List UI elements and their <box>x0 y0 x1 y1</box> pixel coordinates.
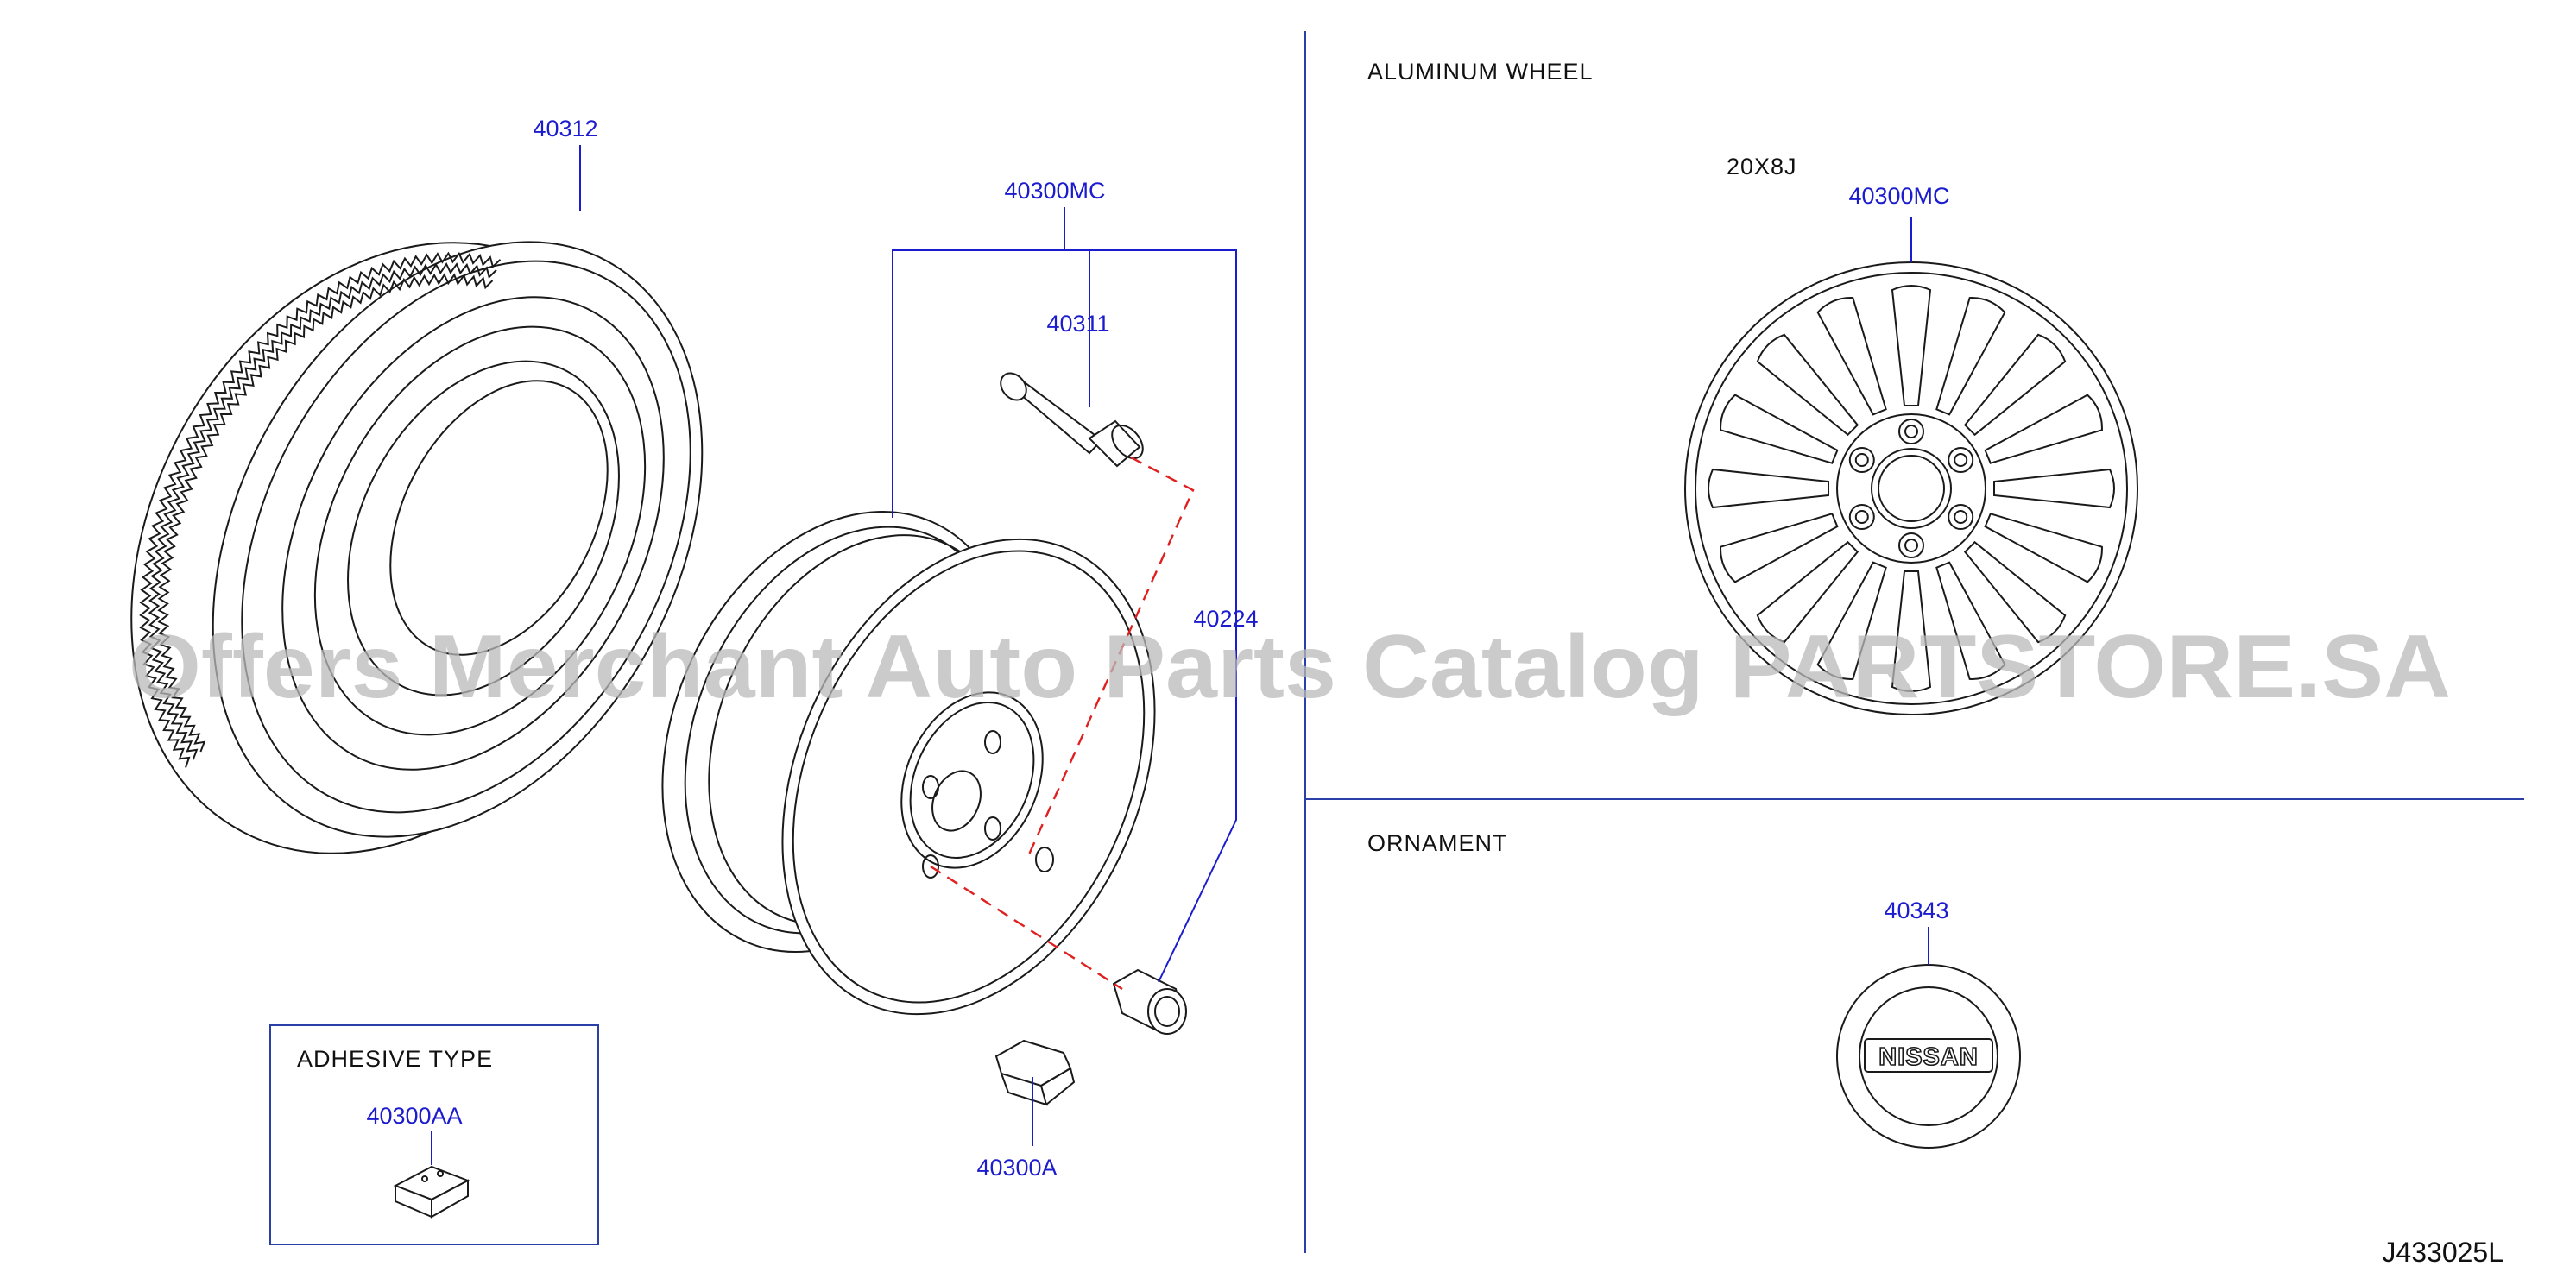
aluminum-wheel-spoke <box>1816 561 1887 680</box>
adhesive-sensor-drawing <box>393 1165 470 1219</box>
aluminum-wheel-spoke <box>1891 570 1932 692</box>
part-number-aluminum-wheel[interactable]: 40300MC <box>1848 183 1949 209</box>
aluminum-wheel-spoke <box>1720 394 1839 464</box>
valve-assembly-dash <box>1027 456 1195 855</box>
lug-hole-inner <box>1854 510 1869 524</box>
watermark-text: Offers Merchant Auto Parts Catalog PARTS… <box>129 617 2451 717</box>
part-number-sensor-clip[interactable]: 40300A <box>976 1155 1057 1181</box>
section-label-ornament: ORNAMENT <box>1367 830 1508 856</box>
part-number-tire[interactable]: 40312 <box>533 116 597 142</box>
lug-hole <box>1948 504 1974 530</box>
adhesive-type-box <box>269 1024 599 1245</box>
wheel-spec-label: 20X8J <box>1727 154 1797 180</box>
lug-hole <box>1948 447 1974 473</box>
ornament-emblem-text: NISSAN <box>1878 1043 1979 1071</box>
lug-hole-inner <box>1904 539 1918 552</box>
aluminum-wheel-lug-holes <box>1848 419 1974 558</box>
aluminum-wheel-spoke <box>1984 394 2103 464</box>
sensor-clip-drawing <box>994 1039 1076 1106</box>
tire-drawing <box>130 241 704 854</box>
part-number-adhesive-sensor[interactable]: 40300AA <box>366 1103 462 1129</box>
section-label-aluminum-wheel: ALUMINUM WHEEL <box>1367 59 1594 85</box>
part-number-wheel-assembly[interactable]: 40300MC <box>1004 178 1105 204</box>
wheel-drawing <box>661 511 1156 1016</box>
lug-hole-inner <box>1904 425 1918 438</box>
lug-hole <box>1898 532 1924 558</box>
nut-drawing <box>1112 968 1187 1035</box>
ornament-drawing: NISSAN <box>1836 964 2021 1149</box>
aluminum-wheel-spoke <box>1756 540 1859 644</box>
section-label-adhesive-type: ADHESIVE TYPE <box>297 1046 493 1072</box>
part-number-valve[interactable]: 40311 <box>1046 311 1109 337</box>
aluminum-wheel-spoke <box>1984 513 2103 583</box>
lug-hole <box>1848 447 1875 473</box>
part-number-ornament[interactable]: 40343 <box>1884 898 1948 923</box>
aluminum-wheel-spoke <box>1816 297 1887 416</box>
aluminum-wheel-spoke <box>1935 561 2006 680</box>
aluminum-wheel-spoke <box>1756 333 1859 437</box>
lug-hole <box>1848 504 1875 530</box>
diagram-code: J433025L <box>2382 1237 2503 1268</box>
part-number-nut[interactable]: 40224 <box>1193 606 1258 632</box>
aluminum-wheel-spoke <box>1963 333 2067 437</box>
aluminum-wheel-spoke <box>1963 540 2067 644</box>
aluminum-wheel-spoke <box>1935 297 2006 416</box>
lug-hole-inner <box>1854 453 1869 467</box>
tire-tread <box>139 251 502 768</box>
valve-drawing <box>1000 372 1144 468</box>
lug-hole-inner <box>1954 453 1968 467</box>
leader-wheel-bracket <box>892 249 1237 983</box>
nut-assembly-dash <box>930 865 1123 991</box>
lug-hole <box>1898 419 1924 444</box>
aluminum-wheel-spoke <box>1891 285 1932 406</box>
aluminum-wheel-spokes <box>1708 285 2115 692</box>
aluminum-wheel-spoke <box>1708 468 1829 509</box>
aluminum-wheel-spoke <box>1720 513 1839 583</box>
aluminum-wheel-spoke <box>1993 468 2115 509</box>
lug-hole-inner <box>1954 510 1968 524</box>
